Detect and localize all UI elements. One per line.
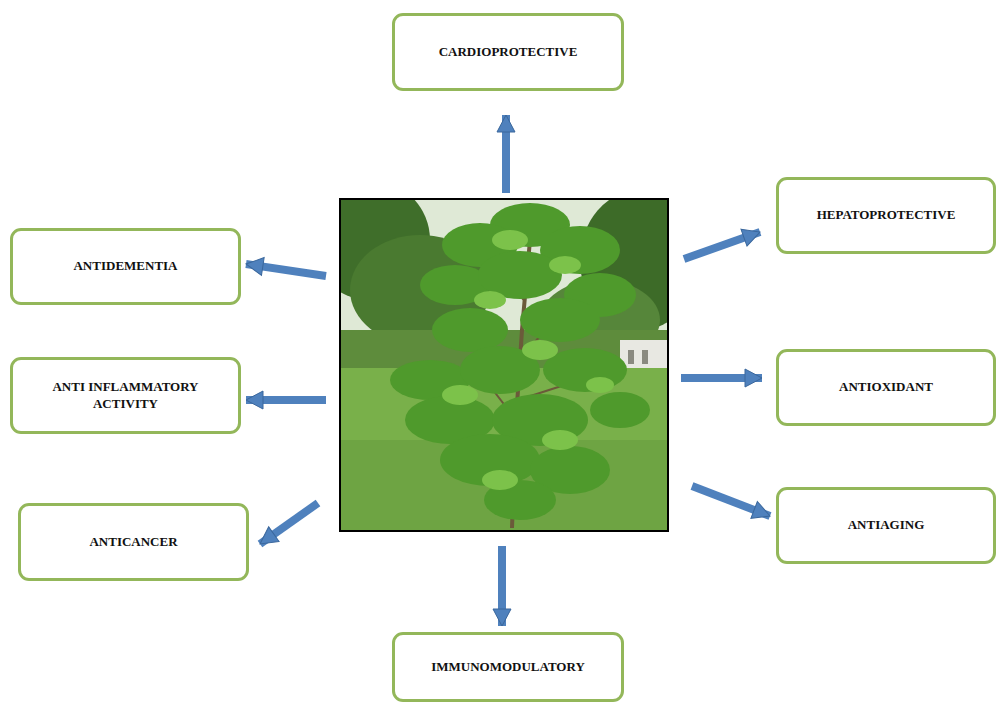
effect-box: IMMUNOMODULATORY: [392, 632, 624, 702]
effect-box: ANTICANCER: [18, 503, 249, 581]
effect-label: CARDIOPROTECTIVE: [439, 44, 578, 60]
effect-label: ANTIAGING: [848, 517, 925, 533]
effect-box: CARDIOPROTECTIVE: [392, 13, 624, 91]
arrow: [502, 115, 510, 193]
effect-label: ANTICANCER: [89, 534, 177, 550]
effect-label: HEPATOPROTECTIVE: [817, 207, 956, 223]
effect-label: IMMUNOMODULATORY: [431, 659, 585, 675]
effect-label: ANTI INFLAMMATORY ACTIVITY: [47, 379, 204, 412]
arrow: [246, 396, 326, 404]
effect-label: ANTIDEMENTIA: [73, 258, 177, 274]
effect-box: ANTI INFLAMMATORY ACTIVITY: [10, 357, 241, 434]
arrow: [246, 264, 326, 276]
effect-box: ANTIAGING: [776, 487, 996, 564]
plant-photo: [341, 200, 667, 530]
arrows: [246, 115, 770, 626]
effect-box: ANTIDEMENTIA: [10, 228, 241, 305]
arrow: [692, 486, 770, 516]
arrow: [681, 374, 762, 382]
arrow: [684, 232, 760, 259]
effect-box: ANTIOXIDANT: [776, 349, 996, 426]
arrow: [260, 503, 318, 544]
effect-box: HEPATOPROTECTIVE: [776, 177, 996, 254]
effect-label: ANTIOXIDANT: [839, 379, 933, 395]
arrow: [498, 546, 506, 626]
photo-frame: [340, 199, 668, 531]
